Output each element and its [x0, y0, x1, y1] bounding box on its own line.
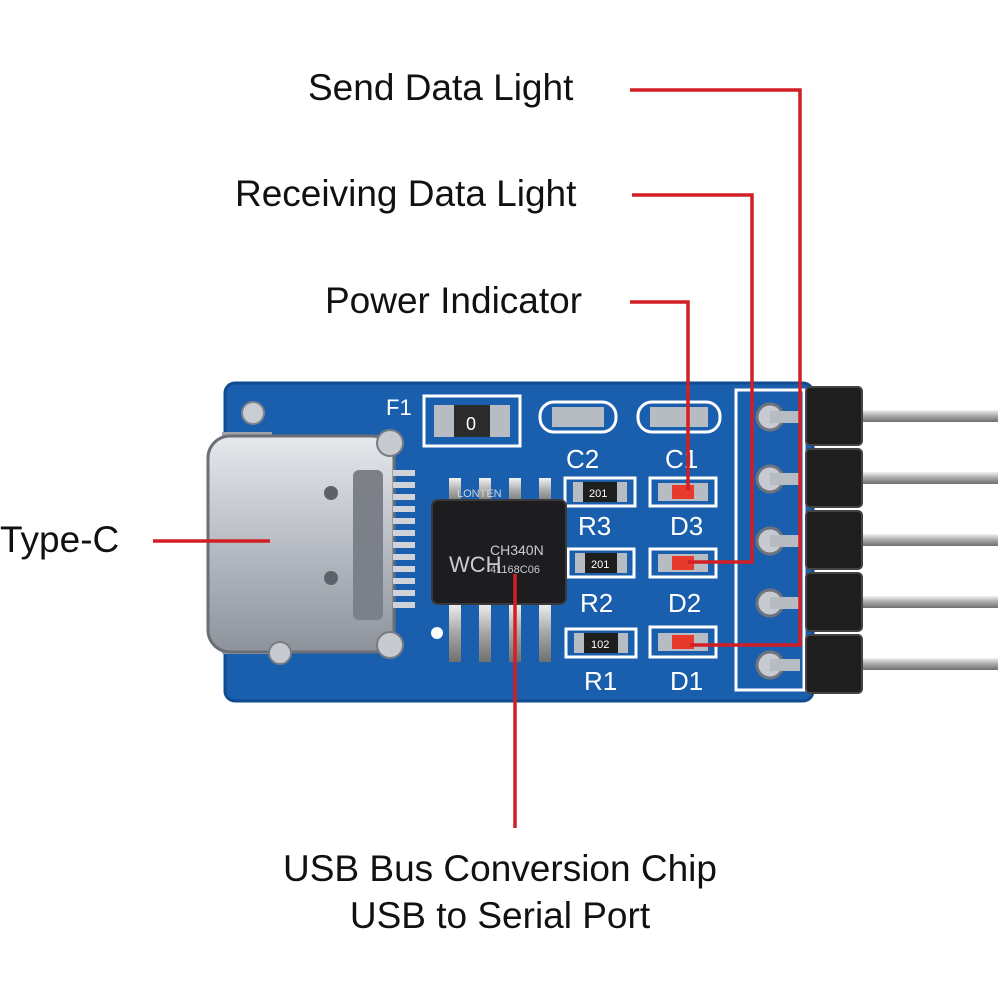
label-chip-caption: USB Bus Conversion Chip USB to Serial Po… — [0, 845, 1000, 939]
resistor-r3-code: 201 — [589, 488, 607, 500]
silk-label-d3: D3 — [670, 511, 703, 541]
silk-label-r1: R1 — [584, 666, 617, 696]
callout-lines — [153, 88, 802, 828]
silk-label-r3: R3 — [578, 511, 611, 541]
silk-label-c2: C2 — [566, 444, 599, 474]
header-silkscreen-outline — [734, 388, 806, 692]
led-d3: D3 — [648, 476, 718, 541]
connector-anchor — [376, 429, 404, 457]
resistor-r1: 102 R1 — [564, 627, 638, 696]
header-housing — [805, 510, 863, 570]
label-type-c: Type-C — [0, 519, 120, 560]
resistor-r2: 201 R2 — [566, 547, 636, 618]
capacitor-c2: C2 — [538, 400, 618, 474]
silk-label-d2: D2 — [668, 588, 701, 618]
connector-tab — [353, 470, 383, 620]
silk-label-d1: D1 — [670, 666, 703, 696]
header-housing — [805, 386, 863, 446]
connector-anchor — [268, 641, 292, 665]
chip-top-text: LONTEN — [457, 488, 502, 500]
label-power-indicator: Power Indicator — [325, 280, 583, 321]
usb-type-c-connector — [206, 429, 415, 665]
silk-label-f1: F1 — [386, 395, 412, 420]
label-chip-line2: USB to Serial Port — [349, 895, 651, 936]
connector-pins — [393, 470, 415, 608]
label-chip-line1: USB Bus Conversion Chip — [283, 848, 717, 889]
chip-body — [431, 499, 567, 605]
fuse-marking: 0 — [466, 414, 476, 434]
ch340n-chip: LONTEN WCH CH340N 41168C06 — [431, 478, 567, 662]
mounting-hole — [241, 401, 265, 425]
resistor-r2-code: 201 — [591, 559, 609, 571]
led-d3-lens — [672, 485, 694, 499]
fuse-f1: F1 0 — [386, 394, 522, 448]
callout-line-send-data — [630, 88, 802, 647]
resistor-r1-code: 102 — [591, 639, 609, 651]
resistor-r3: 201 R3 — [563, 476, 637, 541]
callout-line-power-indicator — [630, 300, 690, 490]
header-housing — [805, 634, 863, 694]
connector-dimple — [324, 486, 338, 500]
label-receiving-data-light: Receiving Data Light — [235, 173, 577, 214]
header-housing — [805, 572, 863, 632]
chip-pin1-marker — [431, 627, 443, 639]
connector-dimple — [324, 571, 338, 585]
chip-code: 41168C06 — [490, 564, 540, 576]
fuse-outline — [422, 394, 522, 448]
pin-header — [755, 386, 998, 694]
callout-line-receiving-data — [632, 193, 754, 564]
chip-model: CH340N — [490, 542, 544, 558]
silk-label-r2: R2 — [580, 588, 613, 618]
header-housing — [805, 448, 863, 508]
header-pins — [860, 410, 998, 670]
chip-logo: WCH — [449, 552, 502, 577]
connector-anchor — [376, 631, 404, 659]
header-solder-pads — [755, 402, 800, 680]
silk-label-c1: C1 — [665, 444, 698, 474]
led-d2-lens — [672, 556, 694, 570]
led-d1-lens — [672, 635, 694, 649]
label-send-data-light: Send Data Light — [308, 67, 574, 108]
capacitor-c1: C1 — [636, 400, 722, 474]
